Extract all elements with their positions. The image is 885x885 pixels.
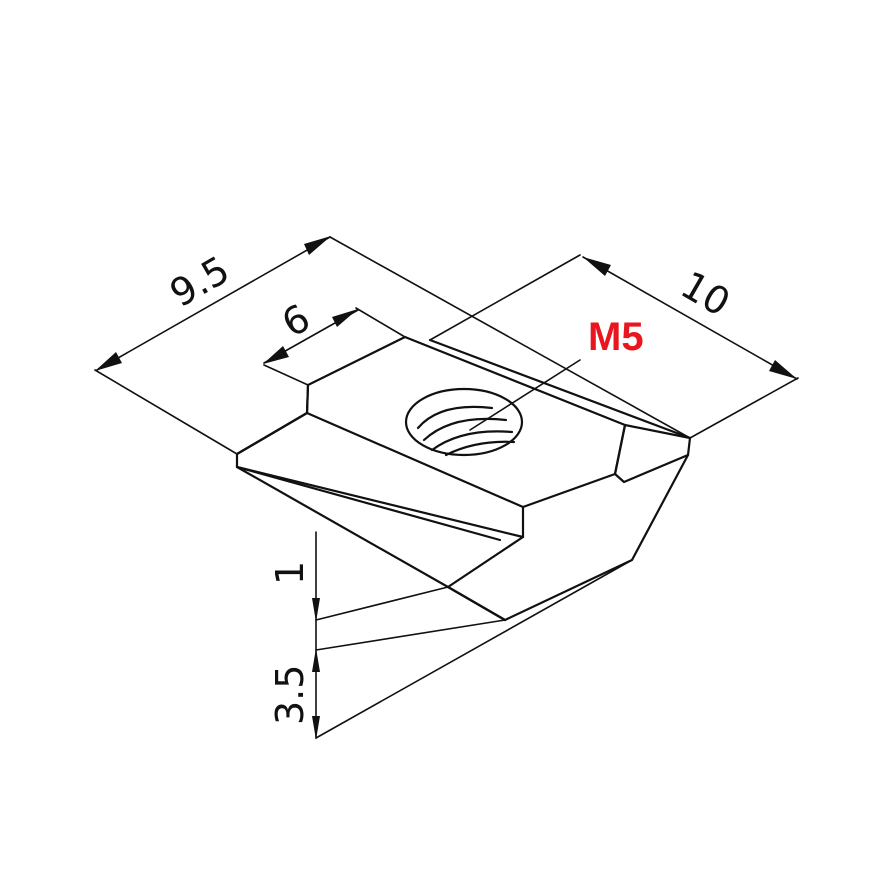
dimension-top-width [263, 307, 406, 386]
threaded-hole [404, 387, 524, 457]
t-nut-body [235, 335, 692, 622]
top-width-label: 6 [275, 296, 318, 346]
dimension-heights [312, 531, 633, 740]
dimension-overall-length [94, 236, 691, 455]
thread-size-callout: M5 [588, 315, 644, 359]
thread-callout-leader [469, 359, 581, 431]
shoulder-lower-edge [235, 465, 502, 542]
base-bottom-edge [446, 585, 507, 622]
right-groove [613, 423, 692, 484]
depth-label: 10 [674, 263, 738, 325]
back-top-edge [428, 338, 692, 440]
base-slope-edge [235, 465, 450, 589]
raised-block-edge [305, 383, 310, 415]
body-height-label: 3.5 [268, 665, 312, 725]
shoulder-inner-edge [235, 411, 309, 456]
dimension-depth [429, 254, 799, 439]
overall-length-label: 9.5 [163, 247, 237, 315]
step-height-label: 1 [268, 561, 312, 585]
bottom-front-edge [446, 535, 525, 589]
